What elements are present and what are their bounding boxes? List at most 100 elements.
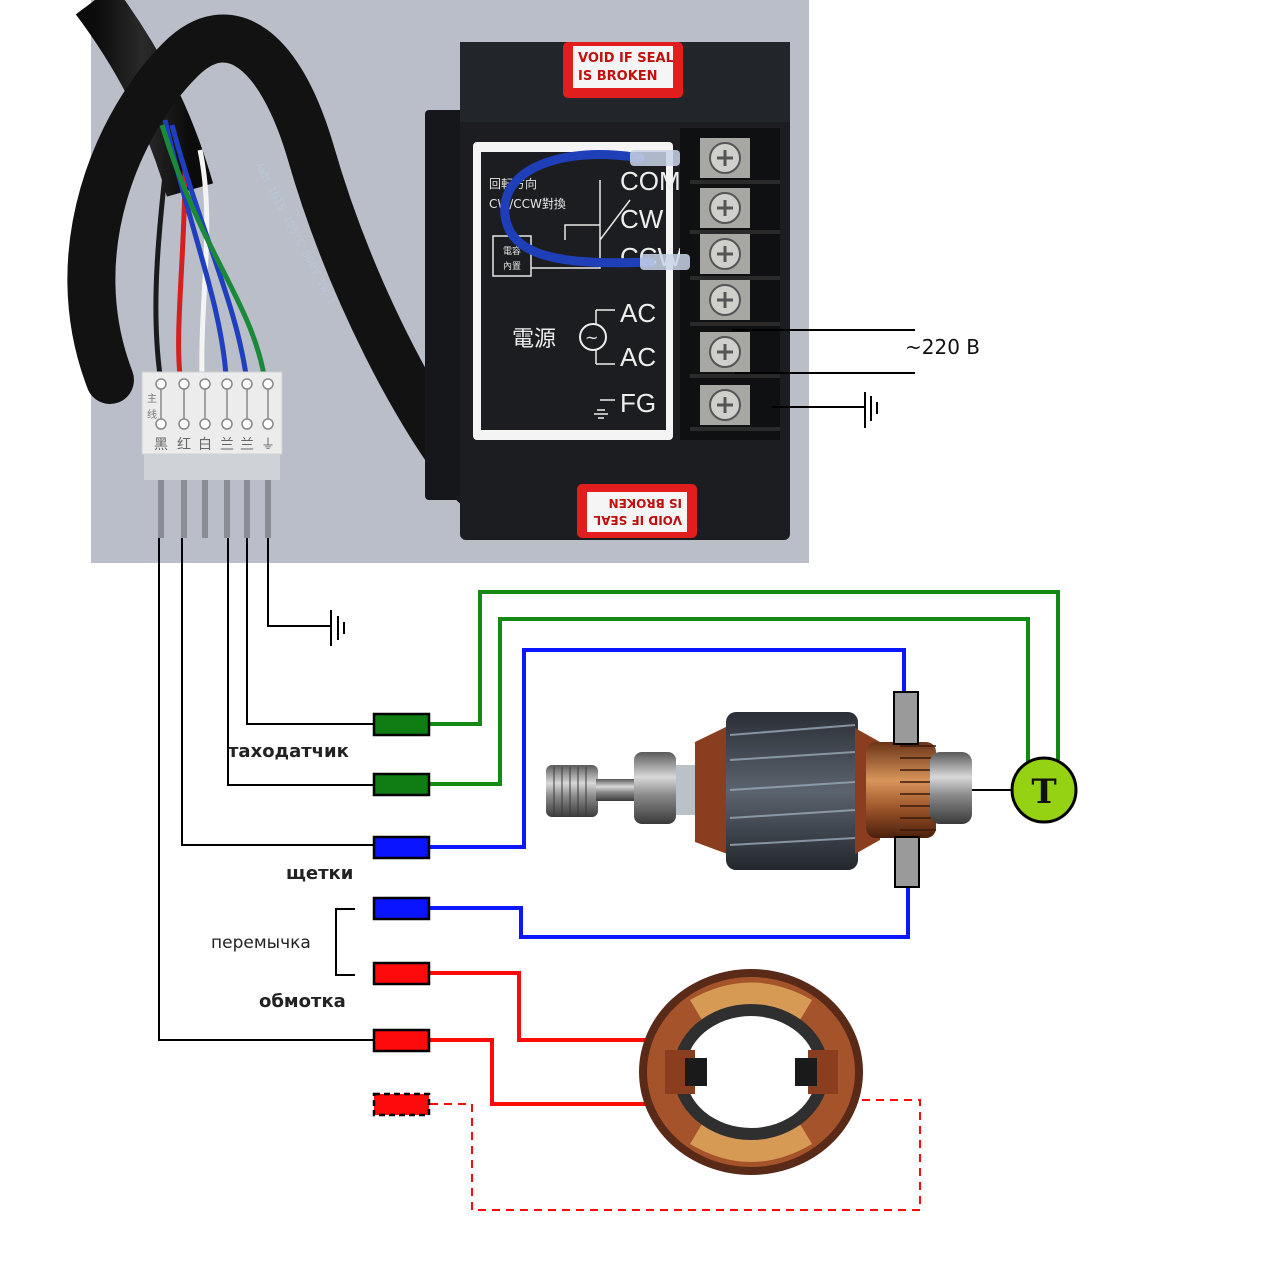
label-jumper: перемычка — [211, 933, 311, 953]
screw-cross-icon — [717, 292, 733, 308]
wire-red — [181, 538, 374, 846]
red-wire-2 — [430, 1038, 648, 1106]
terminal-label-ac: AC — [620, 342, 656, 372]
pin-hole-top — [221, 378, 233, 390]
armature-rotor — [546, 691, 1012, 888]
red-wire-1 — [430, 971, 648, 1042]
pin-metal — [244, 480, 250, 538]
screw-cross-icon — [717, 150, 733, 166]
seal-top-line-1: VOID IF SEAL — [578, 51, 674, 66]
pin-hole-top — [178, 378, 190, 390]
pin-hole-top — [262, 378, 274, 390]
terminal-divider — [690, 276, 780, 280]
seal-bottom-line-2: IS BROKEN — [609, 496, 682, 510]
green-wire-inner — [430, 617, 1030, 786]
pin-hole-top — [155, 378, 167, 390]
motor-controller: VOID IF SEAL IS BROKEN 回転方向 CW/CCW對換 電容 … — [425, 42, 790, 540]
pin-metal — [265, 480, 271, 538]
tachogenerator: T — [1010, 756, 1078, 824]
armature-threaded-end — [546, 765, 598, 817]
blue-wire-top — [430, 648, 906, 849]
six-pin-connector: 主 线 黑红白兰兰⏚ — [141, 371, 283, 538]
green-wire-outer — [430, 590, 1060, 760]
terminal-divider — [690, 374, 780, 378]
wire-black — [158, 538, 374, 1041]
pin-metal — [202, 480, 208, 538]
pin-label: 兰 — [240, 437, 254, 453]
supply-voltage-label: ~220 В — [905, 335, 980, 359]
terminal-label-ac: AC — [620, 298, 656, 328]
commutator — [866, 742, 936, 838]
terminal-divider — [690, 427, 780, 431]
pin-label: 黑 — [154, 437, 168, 453]
wire-blue-2 — [246, 538, 374, 725]
terminal-divider — [690, 230, 780, 234]
svg-text:~: ~ — [585, 328, 598, 347]
armature-bearing-left — [634, 752, 676, 824]
seal-top-line-2: IS BROKEN — [578, 69, 658, 84]
label-winding: обмотка — [259, 991, 346, 1012]
wire-blue-1 — [227, 538, 374, 786]
connector-winding-3-optional — [372, 1092, 431, 1117]
connector-wires — [153, 119, 267, 376]
armature-core — [726, 712, 858, 870]
blue-wire-bottom — [430, 886, 910, 939]
jumper-wire — [500, 150, 655, 268]
ac-source-icon — [579, 323, 607, 351]
screw-cross-icon — [717, 200, 733, 216]
pin-label: ⏚ — [261, 437, 275, 453]
connector-winding-1 — [372, 961, 431, 986]
jumper-bracket — [335, 908, 355, 976]
mount-bracket — [425, 110, 465, 500]
pin-label: 兰 — [220, 437, 234, 453]
pin-metal — [181, 480, 187, 538]
connector-tacho-1 — [372, 712, 431, 737]
terminal-label-com: COM — [620, 166, 681, 196]
pin-metal — [224, 480, 230, 538]
pin-hole-top — [199, 378, 211, 390]
terminal-label-cw: CW — [620, 204, 664, 234]
screw-cross-icon — [717, 397, 733, 413]
tacho-circle — [1010, 756, 1078, 824]
connector-winding-2 — [372, 1028, 431, 1053]
panel-capacitor-2: 內置 — [503, 261, 521, 272]
connector-side-label-2: 线 — [147, 408, 157, 421]
connector-side-label-1: 主 — [147, 393, 157, 405]
terminal-connectors — [372, 712, 431, 1117]
connector-brush-2 — [372, 896, 431, 921]
pin-hole-bottom — [199, 418, 211, 430]
pin-hole-bottom — [262, 418, 274, 430]
armature-winding-left — [695, 725, 730, 855]
controller-photo: AWM 1015 105°C 600V VW-1 主 线 黑红白兰兰⏚ — [67, 0, 809, 563]
connector-brush-1 — [372, 835, 431, 860]
terminal-divider — [690, 180, 780, 184]
brush-top — [893, 691, 919, 745]
terminal-label-fg: FG — [620, 388, 656, 418]
panel-power-label: 電源 — [512, 327, 556, 352]
label-brushes: щетки — [286, 863, 353, 884]
pin-metal — [158, 480, 164, 538]
pin-hole-top — [241, 378, 253, 390]
armature-bearing-right — [930, 752, 972, 824]
ground-symbol-panel — [594, 399, 615, 419]
brush-bottom — [894, 836, 920, 888]
armature-shaft — [596, 779, 636, 801]
pin-label: 白 — [198, 437, 212, 453]
panel-capacitor-1: 電容 — [503, 245, 521, 257]
stator-field-winding — [639, 969, 863, 1175]
supply-wiring — [732, 329, 915, 428]
screw-cross-icon — [717, 344, 733, 360]
pin-hole-bottom — [155, 418, 167, 430]
screw-cross-icon — [717, 246, 733, 262]
label-tacho: таходатчик — [228, 741, 349, 762]
tacho-symbol: T — [1031, 772, 1056, 812]
ground-icon-pin — [330, 610, 345, 646]
pin-label: 红 — [177, 437, 191, 453]
red-wire-optional — [430, 1099, 921, 1211]
wire-ground — [267, 538, 330, 627]
ground-icon-supply — [864, 392, 878, 428]
pin-hole-bottom — [178, 418, 190, 430]
terminal-divider — [690, 322, 780, 326]
connector-tacho-2 — [372, 772, 431, 797]
